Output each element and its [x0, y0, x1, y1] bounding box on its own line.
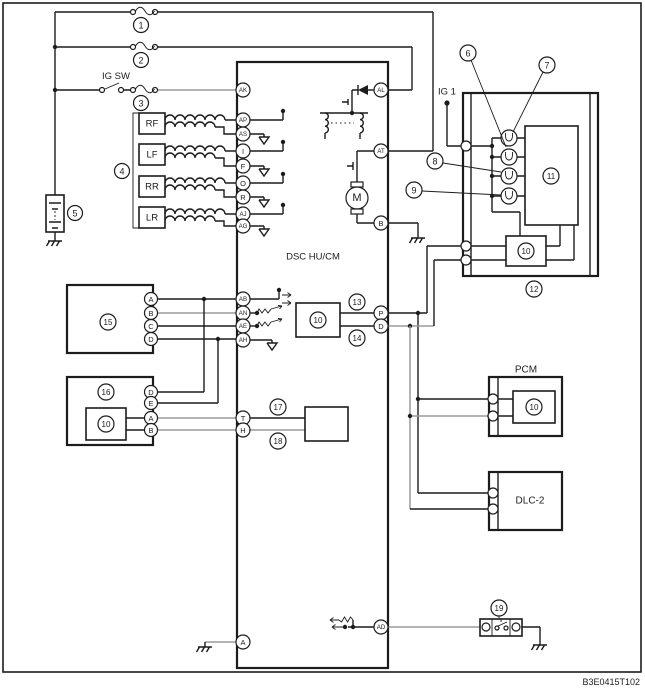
unit16-pins: D E A B	[143, 384, 159, 438]
callout-7: 7	[544, 61, 549, 71]
pcm-label: PCM	[515, 365, 537, 376]
ig1-label: IG 1	[438, 87, 456, 98]
pin-16b: B	[148, 426, 153, 435]
callout-14: 14	[353, 334, 362, 343]
unit15-pins: A B C D	[143, 291, 159, 347]
pin-h: H	[240, 426, 245, 435]
b-pin-ground	[388, 222, 426, 244]
pin-ad: AD	[377, 624, 386, 631]
dsc-pins-right: AL AT B P D AD	[373, 82, 389, 635]
pin-as: AS	[239, 131, 247, 138]
pin-ag: AG	[239, 223, 248, 230]
pin-p: P	[378, 309, 383, 318]
sensor-lf-label: LF	[146, 150, 157, 161]
pin-ah: AH	[239, 337, 247, 344]
battery	[45, 194, 65, 236]
sensor-rr-label: RR	[145, 182, 159, 193]
callout-16: 16	[102, 388, 111, 397]
dlc2-label: DLC-2	[516, 496, 545, 507]
callout-9: 9	[411, 186, 416, 196]
callout-1: 1	[138, 21, 143, 31]
pin-aj: AJ	[239, 211, 246, 218]
wheel-sensor-bracket	[132, 112, 139, 229]
dsc-hu-cm-box	[235, 60, 390, 670]
pin-15a: A	[148, 295, 153, 304]
pin-an: AN	[239, 310, 247, 317]
sensor-unit-16	[65, 375, 236, 447]
pin-i: I	[242, 147, 244, 156]
callout-19: 19	[495, 604, 504, 613]
callout-15: 15	[104, 318, 113, 327]
callout-8: 8	[432, 157, 437, 167]
dsc-th-circuit	[250, 406, 349, 442]
callout-4: 4	[119, 167, 124, 177]
pin-r: R	[240, 193, 246, 202]
stoplight-switch	[388, 618, 548, 651]
wheel-sensor-lr	[138, 206, 236, 229]
callout-10-unit16: 10	[102, 420, 111, 429]
ignition-switch-icon	[98, 82, 125, 94]
ig-sw-label: IG SW	[102, 71, 130, 82]
dsc-pump-motor-circuit	[345, 150, 374, 224]
motor-label: M	[352, 192, 361, 204]
pcm-box	[487, 375, 564, 438]
pin-ak: AK	[239, 87, 247, 94]
dsc-title: DSC HU/CM	[286, 252, 340, 263]
pin-16e: E	[148, 399, 153, 408]
pin-ae: AE	[239, 323, 247, 330]
dsc-valve-circuit	[320, 85, 374, 139]
callout-6: 6	[465, 49, 470, 59]
sensor-lr-label: LR	[146, 213, 158, 224]
pin-at: AT	[377, 148, 385, 155]
wheel-sensor-lf	[138, 143, 236, 167]
pin-15d: D	[148, 335, 154, 344]
callout-12: 12	[530, 285, 539, 294]
callout-10-dsc: 10	[314, 316, 323, 325]
pin-b: B	[378, 219, 383, 228]
callout-18: 18	[274, 437, 283, 446]
callout-10-cluster: 10	[522, 247, 531, 256]
callout-17: 17	[274, 403, 283, 412]
callout-2: 2	[138, 56, 143, 66]
pin-o: O	[240, 179, 246, 188]
callout-3: 3	[138, 99, 143, 109]
dsc-ad-circuit	[329, 616, 374, 630]
callout-13: 13	[353, 298, 362, 307]
callout-10-pcm: 10	[530, 403, 539, 412]
pin-16a: A	[148, 414, 153, 423]
pin-ap: AP	[239, 117, 247, 124]
callout-leaders	[421, 59, 544, 618]
sensor-rf-label: RF	[146, 119, 159, 130]
ig1-feed	[444, 100, 461, 147]
figure-code: B3E0415T102	[582, 677, 640, 687]
a-pin-ground	[195, 641, 236, 653]
pin-15b: B	[148, 309, 153, 318]
pin-f: F	[241, 162, 246, 171]
dsc-sensor-input-circuits	[250, 108, 286, 227]
wheel-sensor-rr	[138, 175, 236, 198]
pin-d: D	[378, 322, 384, 331]
dlc2-box	[487, 470, 564, 532]
dsc-pins-left: AK AP AS I F O R AJ AG AB AN AE AH T H A	[235, 82, 251, 650]
pin-t: T	[241, 414, 246, 423]
pin-ab: AB	[239, 296, 247, 303]
pin-al: AL	[377, 87, 385, 94]
can-bus-wires	[388, 245, 488, 510]
wheel-sensor-rf	[138, 112, 236, 135]
callouts: 1 2 3 4 5 6 7 8 9 10 10 10 10 11 12 13 1…	[66, 16, 560, 617]
pin-16d: D	[148, 388, 154, 397]
power-feed-wires	[52, 11, 434, 195]
pin-a-bottom: A	[240, 638, 245, 647]
pin-15c: C	[148, 322, 154, 331]
callout-5: 5	[72, 209, 77, 219]
callout-11: 11	[547, 172, 556, 181]
instrument-cluster	[460, 91, 600, 278]
